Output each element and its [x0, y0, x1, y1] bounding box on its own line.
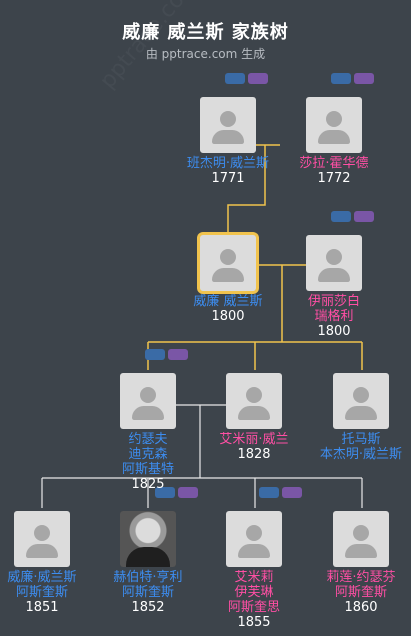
father-branch-toggle[interactable]: [331, 73, 351, 84]
person-card-benjamin[interactable]: 班杰明·威兰斯 1771: [178, 97, 278, 186]
person-card-william2[interactable]: 威廉·威兰斯阿斯奎斯 1851: [0, 511, 92, 615]
emily2-expand-toggles[interactable]: [259, 487, 302, 498]
birth-year: 1772: [317, 171, 351, 186]
avatar[interactable]: [226, 373, 282, 429]
birth-year: 1828: [237, 447, 271, 462]
person-name: 班杰明·威兰斯: [186, 156, 270, 171]
person-name: 艾米莉伊芙琳阿斯奎思: [227, 570, 280, 615]
person-card-elizabeth[interactable]: 伊丽莎白瑞格利 1800: [284, 235, 384, 339]
benjamin-expand-toggles[interactable]: [225, 73, 268, 84]
mother-branch-toggle[interactable]: [178, 487, 198, 498]
page-title: 威廉 威兰斯 家族树: [122, 22, 289, 43]
avatar[interactable]: [333, 373, 389, 429]
person-card-emily[interactable]: 艾米丽·威兰 1828: [204, 373, 304, 462]
person-name: 莎拉·霍华德: [299, 156, 369, 171]
person-card-william[interactable]: 威廉 威兰斯 1800: [178, 235, 278, 324]
portrait-photo[interactable]: [120, 511, 176, 567]
avatar[interactable]: [200, 97, 256, 153]
connector-parents-william: [227, 144, 280, 232]
avatar[interactable]: [333, 511, 389, 567]
avatar-selected[interactable]: [200, 235, 256, 291]
birth-year: 1851: [25, 600, 59, 615]
page-subtitle: 由 pptrace.com 生成: [145, 47, 266, 61]
person-card-joseph[interactable]: 约瑟夫迪克森阿斯基特 1825: [98, 373, 198, 492]
mother-branch-toggle[interactable]: [168, 349, 188, 360]
avatar[interactable]: [120, 373, 176, 429]
person-name: 威廉 威兰斯: [193, 294, 263, 309]
herbert-expand-toggles[interactable]: [155, 487, 198, 498]
person-name: 伊丽莎白瑞格利: [307, 294, 360, 324]
sarah-expand-toggles[interactable]: [331, 73, 374, 84]
person-card-emily2[interactable]: 艾米莉伊芙琳阿斯奎思 1855: [204, 511, 304, 630]
birth-year: 1852: [131, 600, 165, 615]
person-name: 威廉·威兰斯阿斯奎斯: [7, 570, 77, 600]
avatar[interactable]: [306, 235, 362, 291]
mother-branch-toggle[interactable]: [248, 73, 268, 84]
avatar[interactable]: [306, 97, 362, 153]
father-branch-toggle[interactable]: [155, 487, 175, 498]
birth-year: 1800: [211, 309, 245, 324]
father-branch-toggle[interactable]: [225, 73, 245, 84]
birth-year: 1855: [237, 615, 271, 630]
person-name: 莉莲·约瑟芬阿斯奎斯: [326, 570, 396, 600]
birth-year: 1800: [317, 324, 351, 339]
elizabeth-expand-toggles[interactable]: [331, 211, 374, 222]
joseph-expand-toggles[interactable]: [145, 349, 188, 360]
connector-joseph-children: [41, 404, 363, 508]
father-branch-toggle[interactable]: [259, 487, 279, 498]
birth-year: 1860: [344, 600, 378, 615]
birth-year: 1825: [131, 477, 165, 492]
avatar[interactable]: [14, 511, 70, 567]
person-name: 约瑟夫迪克森阿斯基特: [121, 432, 174, 477]
father-branch-toggle[interactable]: [145, 349, 165, 360]
person-card-herbert[interactable]: 赫伯特·亨利阿斯奎斯 1852: [98, 511, 198, 615]
father-branch-toggle[interactable]: [331, 211, 351, 222]
person-card-sarah[interactable]: 莎拉·霍华德 1772: [284, 97, 384, 186]
birth-year: 1771: [211, 171, 245, 186]
mother-branch-toggle[interactable]: [354, 73, 374, 84]
avatar[interactable]: [226, 511, 282, 567]
person-name: 赫伯特·亨利阿斯奎斯: [113, 570, 183, 600]
mother-branch-toggle[interactable]: [354, 211, 374, 222]
person-card-thomas[interactable]: 托马斯本杰明·威兰斯: [311, 373, 411, 462]
person-card-lilian[interactable]: 莉莲·约瑟芬阿斯奎斯 1860: [311, 511, 411, 615]
person-name: 托马斯本杰明·威兰斯: [319, 432, 403, 462]
mother-branch-toggle[interactable]: [282, 487, 302, 498]
person-name: 艾米丽·威兰: [219, 432, 289, 447]
